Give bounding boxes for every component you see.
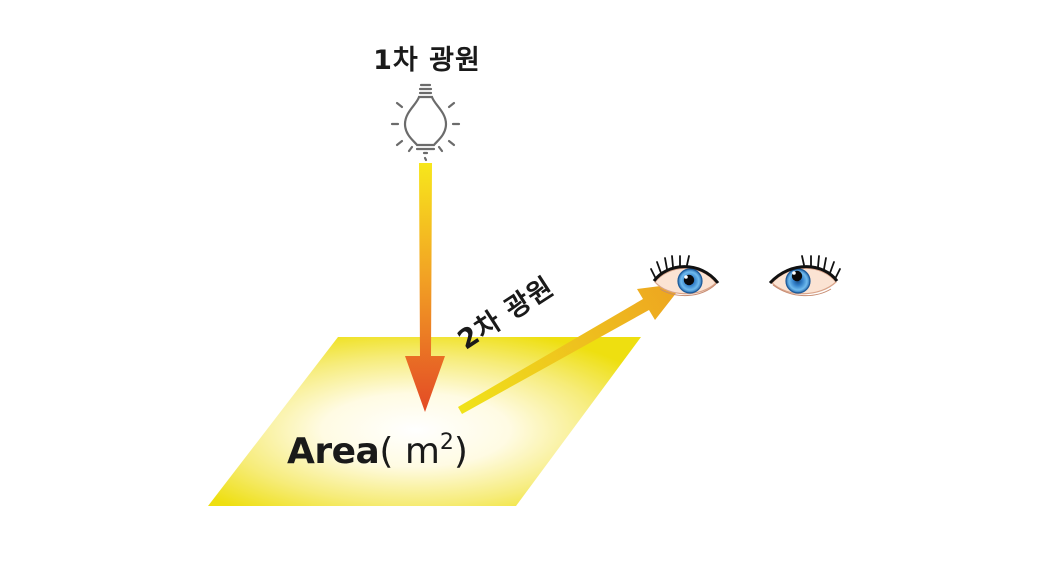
area-unit-exponent: 2 bbox=[439, 430, 454, 455]
area-unit-close: ) bbox=[453, 431, 468, 472]
primary-light-arrow bbox=[405, 163, 445, 412]
area-word: Area bbox=[287, 431, 380, 472]
eye-icon bbox=[768, 255, 841, 297]
area-unit-open: ( m bbox=[379, 431, 440, 472]
area-label: Area( m2) bbox=[287, 431, 468, 472]
illuminated-surface bbox=[208, 337, 641, 506]
primary-source-label: 1차 광원 bbox=[373, 45, 481, 76]
secondary-light-arrow bbox=[458, 283, 684, 414]
eye-icon bbox=[650, 255, 720, 297]
light-bulb-icon bbox=[390, 83, 461, 162]
